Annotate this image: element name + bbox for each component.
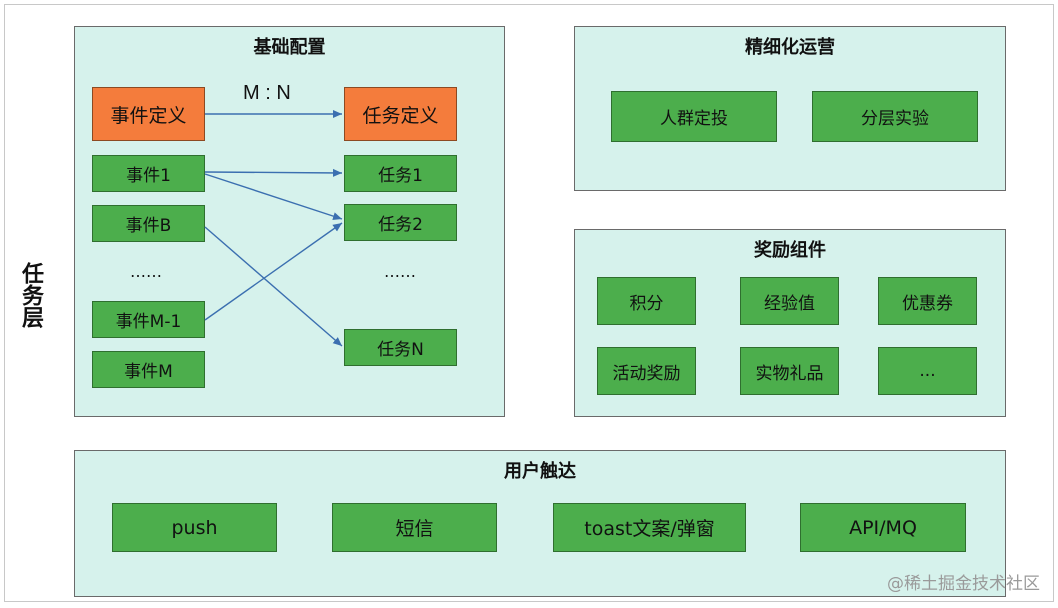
task-box-n: 任务N xyxy=(344,329,457,366)
event-box-m: 事件M xyxy=(92,351,205,388)
reach-item-push: push xyxy=(112,503,277,552)
reward-item-more: ... xyxy=(878,347,977,395)
fine-ops-item-experiment: 分层实验 xyxy=(812,91,978,142)
relation-label: M : N xyxy=(243,82,291,104)
reach-item-sms: 短信 xyxy=(332,503,497,552)
task-definition-box: 任务定义 xyxy=(344,87,457,141)
reach-item-toast: toast文案/弹窗 xyxy=(553,503,746,552)
fine-ops-item-targeting: 人群定投 xyxy=(611,91,777,142)
reward-item-points: 积分 xyxy=(597,277,696,325)
reward-item-gift: 实物礼品 xyxy=(740,347,839,395)
fine-ops-title: 精细化运营 xyxy=(745,37,835,58)
task-box-2: 任务2 xyxy=(344,204,457,241)
basic-config-title: 基础配置 xyxy=(253,37,326,58)
event-definition-box: 事件定义 xyxy=(92,87,205,141)
reach-item-api-mq: API/MQ xyxy=(800,503,966,552)
rewards-title: 奖励组件 xyxy=(754,240,826,261)
layer-label: 任务层 xyxy=(18,262,43,328)
reward-item-experience: 经验值 xyxy=(740,277,839,325)
task-box-1: 任务1 xyxy=(344,155,457,192)
event-box-b: 事件B xyxy=(92,205,205,242)
reward-item-coupon: 优惠券 xyxy=(878,277,977,325)
user-reach-title: 用户触达 xyxy=(504,461,576,482)
reward-item-activity: 活动奖励 xyxy=(597,347,696,395)
task-ellipsis: …… xyxy=(384,262,416,281)
event-ellipsis: …… xyxy=(130,262,162,281)
watermark: @稀土掘金技术社区 xyxy=(887,574,1040,594)
diagram-frame xyxy=(4,4,1054,602)
event-box-1: 事件1 xyxy=(92,155,205,192)
event-box-m-1: 事件M-1 xyxy=(92,301,205,338)
